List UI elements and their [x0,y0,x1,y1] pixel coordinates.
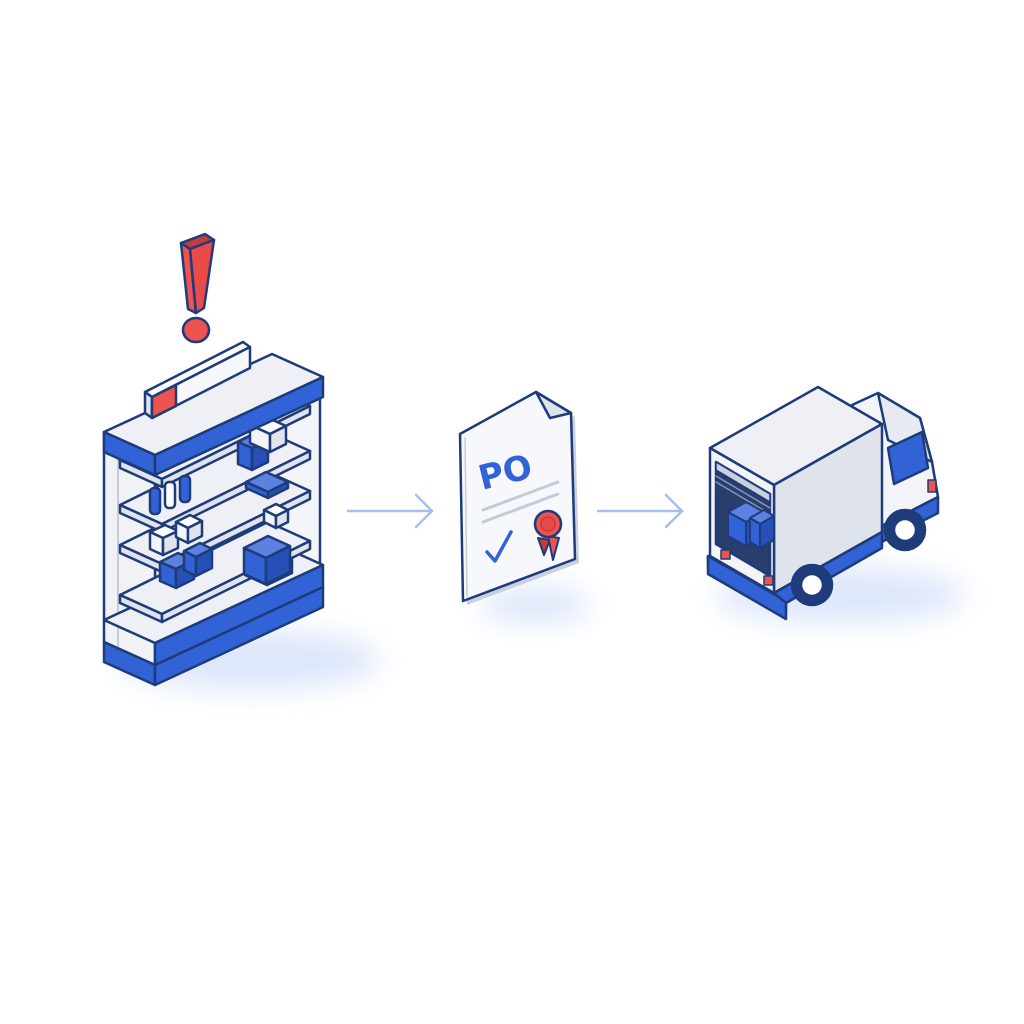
flow-arrow-2 [596,493,684,529]
truck-windshield [886,430,930,486]
stock-box [182,541,214,578]
stock-box [174,513,204,545]
low-stock-indicator [143,340,252,420]
stock-box [244,470,290,500]
stock-box [262,502,290,530]
stock-box [242,534,292,586]
document-shadow [480,587,590,623]
stock-box [148,523,180,557]
stock-level-fill [150,383,178,420]
approval-checkmark-icon [485,530,513,563]
wax-seal-icon [533,509,563,561]
alert-exclamation-icon [179,232,216,344]
stock-can [148,474,192,516]
flow-arrow-1 [346,493,434,529]
purchase-order-document-icon: PO [458,390,590,623]
delivery-truck-icon [706,385,965,623]
document-fold [534,390,573,420]
low-stock-shelf-icon [102,232,380,690]
cargo-box [749,509,775,549]
stock-box [248,415,288,454]
